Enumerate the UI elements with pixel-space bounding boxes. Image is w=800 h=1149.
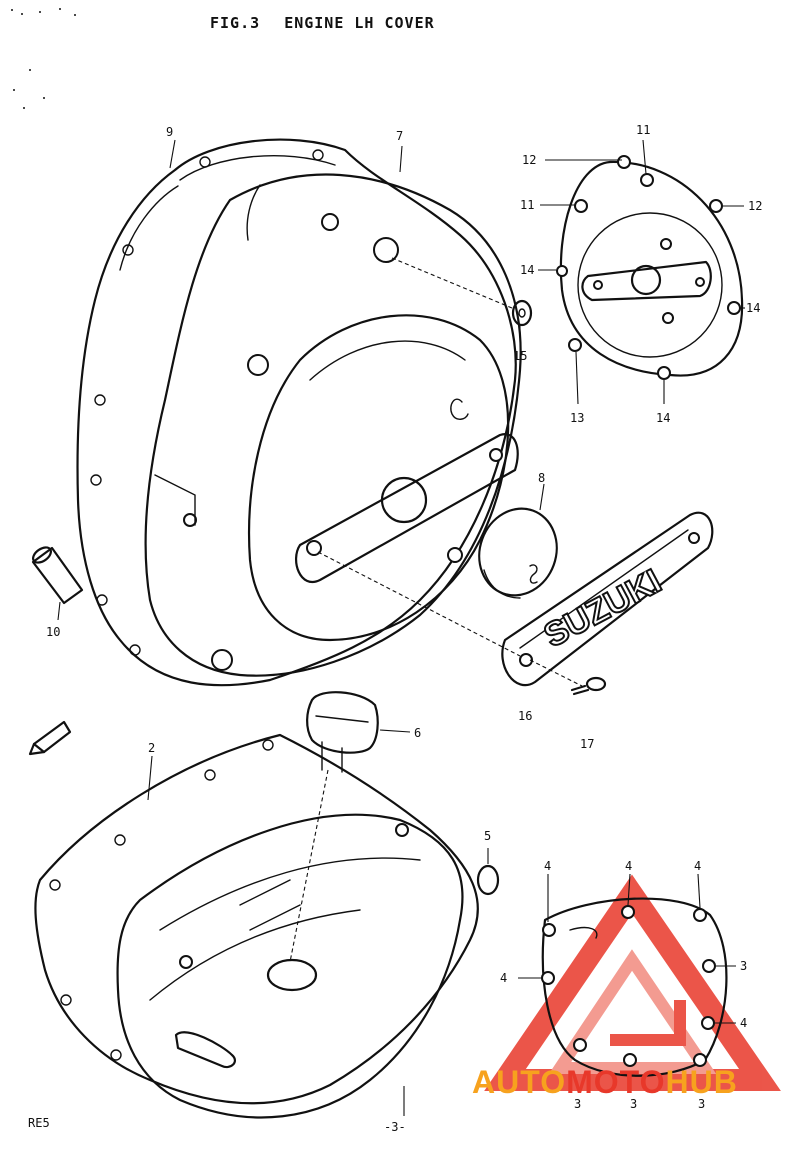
figure-number: FIG.3 (210, 14, 261, 32)
figure-title: FIG.3 ENGINE LH COVER (210, 14, 449, 32)
part-2-lower-gasket (34, 733, 479, 1105)
label-15: 15 (513, 349, 527, 363)
watermark-logo-triangle (484, 874, 781, 1091)
part-17-screw (570, 676, 607, 696)
footer-page-number: -3- (384, 1120, 406, 1134)
lower-sub-cover (541, 897, 728, 1077)
part-16-emblem-plate: SUZUKI (501, 511, 714, 687)
watermark-auto: AUTO (472, 1064, 567, 1100)
label-5: 5 (484, 829, 491, 843)
label-3-a: 3 (740, 959, 747, 973)
label-11-top: 11 (636, 123, 650, 137)
label-14-bottom: 14 (656, 411, 670, 425)
label-4-b: 4 (625, 859, 632, 873)
watermark-hub: HUB (665, 1064, 738, 1100)
part-5-washer (476, 864, 500, 896)
part-15-washer (511, 299, 533, 327)
part-9-gasket (76, 138, 517, 687)
label-11-left: 11 (520, 198, 534, 212)
label-16: 16 (518, 709, 532, 723)
emblem-brand-text: SUZUKI (538, 562, 668, 655)
scan-specks (11, 8, 76, 109)
part-8-cap (478, 507, 558, 599)
label-12-top: 12 (522, 153, 536, 167)
part-10-dowel-pin (31, 546, 84, 605)
leader-lines (57, 139, 745, 1116)
label-9: 9 (166, 125, 173, 139)
label-14-right: 14 (746, 301, 760, 315)
label-12-right: 12 (748, 199, 762, 213)
part-6-oil-filler-cap (306, 691, 379, 773)
label-4-d: 4 (500, 971, 507, 985)
label-6: 6 (414, 726, 421, 740)
part-7-lh-cover (144, 173, 522, 677)
label-17: 17 (580, 737, 594, 751)
front-arrow-icon (28, 720, 72, 756)
label-3-c: 3 (630, 1097, 637, 1111)
label-13: 13 (570, 411, 584, 425)
label-4-a: 4 (544, 859, 551, 873)
callout-labels: 9 7 15 8 10 16 17 12 11 11 12 14 14 13 1… (46, 123, 762, 1111)
label-10: 10 (46, 625, 60, 639)
upper-sub-cover (556, 155, 744, 380)
footer-code: RE5 (28, 1116, 50, 1130)
label-4-c: 4 (694, 859, 701, 873)
label-7: 7 (396, 129, 403, 143)
label-4-e: 4 (740, 1016, 747, 1030)
label-14-left: 14 (520, 263, 534, 277)
watermark-moto: MOTO (566, 1064, 666, 1100)
watermark-text: AUTOMOTOHUB (472, 1064, 792, 1106)
label-3-b: 3 (574, 1097, 581, 1111)
label-2: 2 (148, 741, 155, 755)
lower-cover-body (116, 813, 464, 1119)
figure-name: ENGINE LH COVER (284, 14, 435, 32)
label-8: 8 (538, 471, 545, 485)
label-3-d: 3 (698, 1097, 705, 1111)
